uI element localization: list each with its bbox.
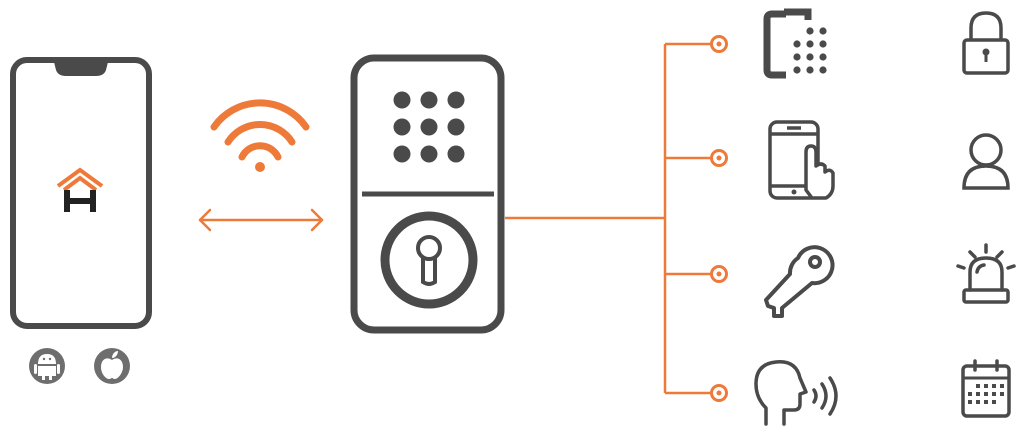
voice-icon <box>754 360 838 426</box>
keyhole-icon <box>380 211 478 309</box>
key-icon <box>764 245 835 318</box>
user-icon <box>962 133 1010 190</box>
padlock-icon <box>962 11 1010 75</box>
android-icon <box>29 348 65 384</box>
calendar-icon <box>961 359 1011 418</box>
connector-nodes <box>710 35 728 402</box>
phone-touch-icon <box>768 120 835 200</box>
wifi-icon <box>210 99 310 172</box>
apple-icon <box>94 348 130 384</box>
home-logo-icon <box>56 167 104 212</box>
keypad-phone-icon <box>763 8 827 79</box>
smartphone <box>10 57 152 329</box>
keypad-icon <box>393 91 465 163</box>
connector-tree <box>505 42 712 395</box>
alarm-icon <box>956 243 1016 304</box>
double-arrow-icon <box>198 208 324 232</box>
